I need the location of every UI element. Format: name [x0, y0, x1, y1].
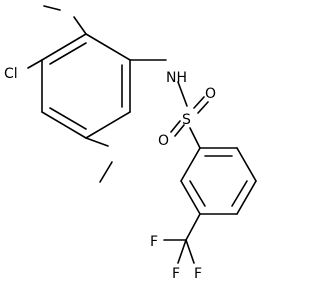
- cf3-bond: [185, 213, 201, 241]
- fluorine-3-atom-label: F: [194, 266, 202, 282]
- ring-b-bond-3-inner: [231, 180, 248, 207]
- fluorine-1-atom-label: F: [150, 234, 158, 250]
- ring-b-bond-5: [180, 180, 201, 215]
- trifluoromethylphenyl-ring: [180, 147, 257, 215]
- fluorine-2-atom-label: F: [172, 266, 180, 282]
- methoxy-bottom-o-bond: [85, 137, 109, 147]
- s-o-top-bond-a: [193, 96, 205, 109]
- methoxy-top-o-bond: [73, 16, 87, 35]
- s-ring-bond: [189, 127, 201, 149]
- ring-b-bond-3: [236, 180, 257, 215]
- ring-b-bond-6: [180, 147, 201, 182]
- c-f2-bond: [185, 239, 195, 264]
- ring-a-bond-6: [41, 33, 87, 61]
- ring-a-bond-6-inner: [49, 42, 87, 65]
- dimethoxychlorophenyl-ring: [41, 33, 131, 139]
- s-o-bottom-bond-a: [170, 120, 181, 133]
- ring-a-bond-1: [85, 33, 131, 61]
- s-o-bottom-bond-b: [174, 124, 185, 137]
- sulfur-atom-label: S: [182, 112, 191, 128]
- ring-a-bond-3: [85, 111, 131, 139]
- s-o-top-bond-b: [197, 101, 209, 114]
- methoxy-top-ch3-bond: [43, 5, 61, 11]
- chlorine-atom-label: Cl: [4, 66, 18, 82]
- ring-a-bond-4-inner: [49, 107, 87, 130]
- ring-b-bond-2: [236, 147, 257, 182]
- molecule-structure: Cl NH S O O F F F: [4, 5, 257, 282]
- oxygen-top-atom-label: O: [205, 86, 216, 102]
- n-s-bond: [177, 81, 188, 107]
- chloro-bond: [27, 59, 43, 69]
- nh-atom-label: NH: [166, 70, 187, 86]
- ring-b-bond-5-inner: [189, 180, 206, 207]
- c-f3-bond: [177, 239, 187, 264]
- methoxy-bottom-ch3-bond: [99, 161, 113, 183]
- ring-a-bond-4: [41, 111, 87, 139]
- oxygen-bottom-atom-label: O: [158, 133, 169, 149]
